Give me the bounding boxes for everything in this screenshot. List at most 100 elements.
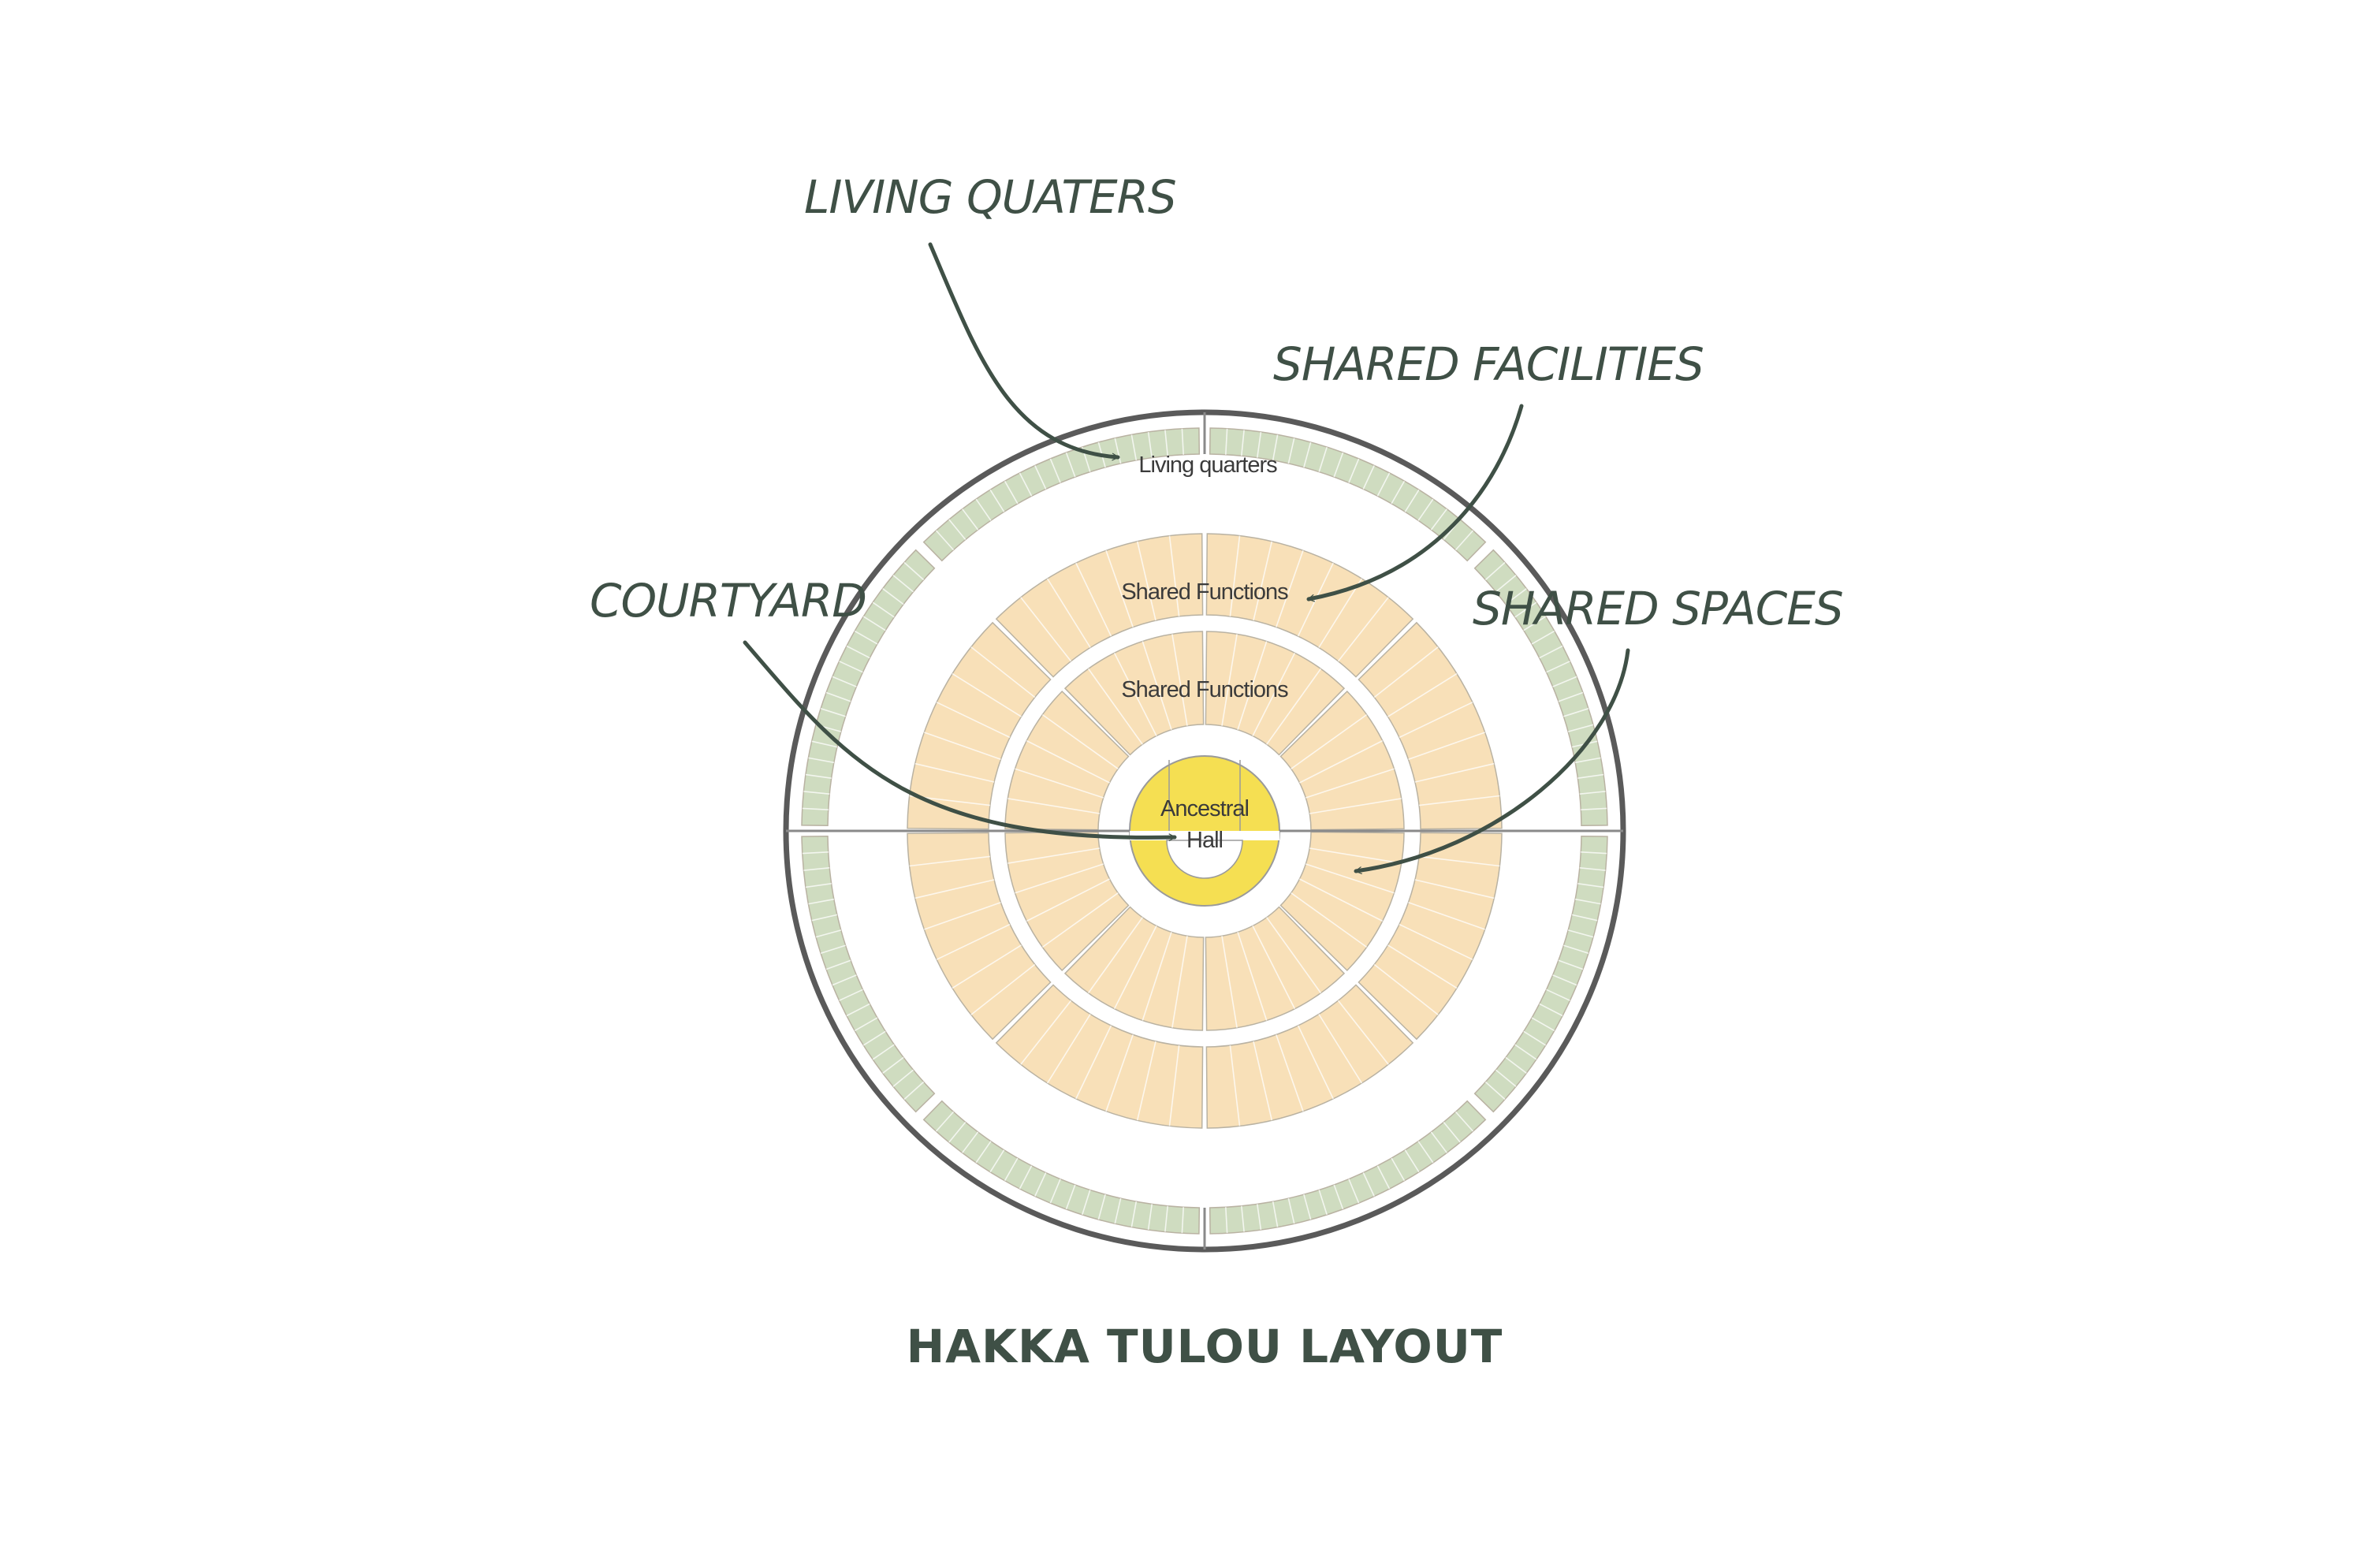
living-quarters-ring-room-divider xyxy=(1049,458,1061,483)
living-quarters-ring-room-divider xyxy=(1130,434,1138,461)
living-quarters-ring-room-divider xyxy=(1514,601,1537,618)
shared-functions-outer-ring-room-divider xyxy=(914,762,995,783)
living-quarters-ring-room-divider xyxy=(1082,1190,1091,1216)
living-quarters-ring-room-divider xyxy=(1181,428,1184,455)
living-quarters-ring-room-divider xyxy=(854,630,878,645)
living-quarters-ring-room-divider xyxy=(1514,1044,1537,1060)
living-quarters-ring-room-divider xyxy=(808,898,835,905)
living-quarters-ring-room-divider xyxy=(948,519,967,541)
living-quarters-ring-room-divider xyxy=(872,1044,895,1060)
living-quarters-ring-room-divider xyxy=(1034,1172,1047,1197)
shared-functions-outer-ring-segment xyxy=(995,984,1204,1129)
living-quarters-ring-segment xyxy=(922,1100,1201,1235)
shared-functions-inner-ring-room-divider xyxy=(1291,892,1368,948)
shared-spaces-arrow xyxy=(1354,648,1630,875)
living-quarters-ring-room-divider xyxy=(1097,1194,1106,1220)
shared-functions-inner-ring-room-divider xyxy=(1087,917,1143,994)
shared-facilities-arrow xyxy=(1306,404,1524,602)
living-quarters-ring-room-divider xyxy=(1318,1190,1328,1216)
living-quarters-ring-room-divider xyxy=(1404,1149,1420,1173)
shared-functions-inner-ring-room-divider xyxy=(1221,634,1238,726)
living-quarters-ring-room-divider xyxy=(862,616,886,631)
living-quarters-ring-room-divider xyxy=(803,791,830,795)
living-quarters-ring-room-divider xyxy=(1574,757,1601,764)
shared-functions-outer-ring-segment xyxy=(1205,533,1414,678)
living-quarters-ring-room-divider xyxy=(903,561,925,581)
living-quarters-ring-room-divider xyxy=(832,974,857,986)
shared-functions-outer-ring-room-divider xyxy=(1105,550,1134,628)
living-quarters-ring-room-divider xyxy=(1505,588,1527,605)
living-quarters-ring-room-divider xyxy=(1579,791,1606,795)
shared-functions-outer-ring-room-divider xyxy=(1318,578,1363,648)
shared-functions-inner-ring-room-divider xyxy=(1015,863,1104,894)
shared-functions-inner-ring-room-divider xyxy=(1007,798,1100,814)
ancestral-hall-label-line2: Hall xyxy=(1186,828,1223,853)
shared-functions-outer-ring-room-divider xyxy=(1408,902,1485,930)
shared-functions-outer-ring-room-divider xyxy=(1105,1034,1134,1112)
living-quarters-ring-room-divider xyxy=(1004,480,1019,505)
living-quarters-ring-room-divider xyxy=(1574,898,1601,905)
shared-functions-outer-ring-segment xyxy=(907,621,1052,830)
living-quarters-ring-room-divider xyxy=(935,530,955,551)
living-quarters-ring-room-divider xyxy=(825,959,851,970)
shared-functions-outer-ring-room-divider xyxy=(909,855,990,867)
living-quarters-ring-room-divider xyxy=(1376,472,1391,497)
shared-functions-outer-ring-room-divider xyxy=(970,963,1036,1015)
shared-functions-inner-ring-room-divider xyxy=(1305,768,1395,799)
living-quarters-ring-room-divider xyxy=(1164,430,1168,456)
living-quarters-ring-room-divider xyxy=(1563,708,1589,717)
shared-functions-inner-ring-room-divider xyxy=(1041,892,1119,948)
living-quarters-ring-room-divider xyxy=(1225,1207,1228,1234)
shared-functions-inner-ring-room-divider xyxy=(1299,878,1384,922)
living-quarters-ring-room-divider xyxy=(1531,1017,1555,1032)
living-quarters-ring-room-divider xyxy=(1004,1157,1019,1182)
shared-functions-outer-ring-room-divider xyxy=(1276,1034,1304,1112)
living-quarters-ring-room-divider xyxy=(1362,465,1375,490)
shared-functions-inner-ring-room-divider xyxy=(1237,641,1268,730)
living-quarters-ring-room-divider xyxy=(1147,431,1153,458)
shared-functions-outer-ring-room-divider xyxy=(936,702,1011,739)
living-quarters-ring-room-divider xyxy=(805,773,832,779)
living-quarters-ring-room-divider xyxy=(989,1149,1005,1173)
shared-functions-outer-ring-room-divider xyxy=(1136,541,1156,621)
shared-functions-inner-ring-room-divider xyxy=(1026,878,1110,922)
shared-functions-inner-ring-room-divider xyxy=(1142,641,1172,730)
shared-functions-outer-ring-room-divider xyxy=(1337,597,1389,662)
living-quarters-ring-room-divider xyxy=(1567,929,1594,938)
shared-functions-outer-ring-room-divider xyxy=(1414,762,1495,783)
living-quarters-ring-room-divider xyxy=(1495,1069,1517,1087)
shared-functions-outer-ring-segment xyxy=(995,533,1204,678)
living-quarters-ring-room-divider xyxy=(1539,645,1563,659)
shared-functions-outer-ring-room-divider xyxy=(1046,578,1091,648)
living-quarters-ring-room-divider xyxy=(872,601,895,618)
living-quarters-ring-room-divider xyxy=(1443,1121,1461,1143)
shared-functions-inner-ring-room-divider xyxy=(1299,739,1384,784)
living-quarters-ring-room-divider xyxy=(882,1056,904,1074)
shared-functions-inner-ring-room-divider xyxy=(1026,739,1110,784)
living-quarters-ring-room-divider xyxy=(846,1003,870,1017)
living-quarters-ring-room-divider xyxy=(1287,438,1295,464)
living-quarters-ring-room-divider xyxy=(1404,489,1420,512)
living-quarters-ring-room-divider xyxy=(1287,1197,1295,1224)
shared-functions-outer-ring-room-divider xyxy=(936,923,1011,960)
living-quarters-ring-room-divider xyxy=(854,1017,878,1032)
living-quarters-ring-room-divider xyxy=(962,1131,979,1153)
living-quarters-ring-room-divider xyxy=(825,691,851,702)
shared-functions-outer-ring-segment xyxy=(1358,832,1503,1041)
shared-functions-inner-ring-room-divider xyxy=(1041,713,1119,769)
shared-functions-inner-ring-room-divider xyxy=(1309,798,1402,814)
living-quarters-ring-room-divider xyxy=(1303,1194,1312,1220)
shared-functions-outer-ring-room-divider xyxy=(1387,672,1458,717)
living-quarters-ring-room-divider xyxy=(1391,480,1406,505)
living-quarters-ring-room-divider xyxy=(1391,1157,1406,1182)
shared-functions-inner-ring-room-divider xyxy=(1237,932,1268,1021)
living-quarters-ring-room-divider xyxy=(862,1030,886,1046)
shared-functions-outer-ring-room-divider xyxy=(1020,597,1072,662)
living-quarters-ring-room-divider xyxy=(1303,441,1312,468)
shared-functions-outer-ring-room-divider xyxy=(1276,550,1304,628)
living-quarters-ring-room-divider xyxy=(1523,616,1547,631)
shared-functions-inner-ring-room-divider xyxy=(1113,652,1157,736)
living-quarters-ring-room-divider xyxy=(1034,465,1047,490)
living-quarters-ring-room-divider xyxy=(1164,1205,1168,1232)
